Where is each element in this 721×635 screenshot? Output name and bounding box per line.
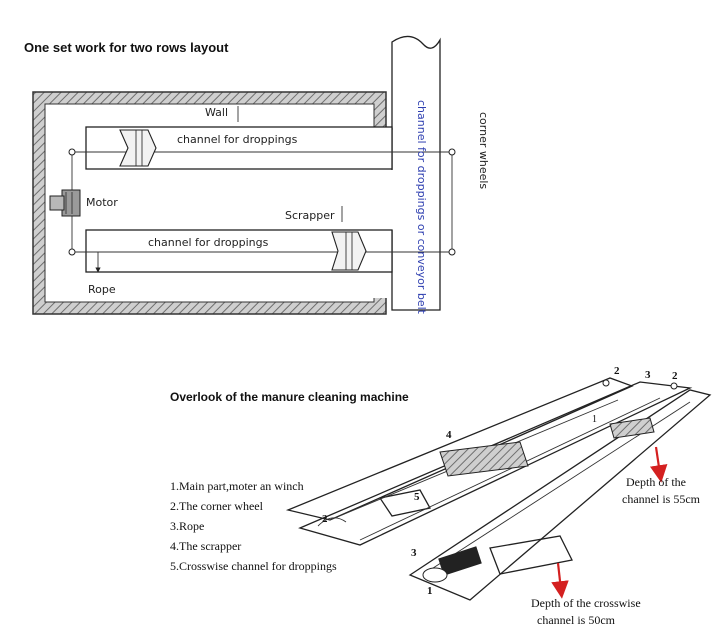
label-motor: Motor: [86, 196, 118, 209]
motor-icon: [49, 189, 81, 217]
corner-wheel-icon: [448, 248, 456, 256]
label-rope: Rope: [88, 283, 116, 296]
depth-cross-line1: Depth of the crosswise: [531, 596, 641, 610]
legend: 1.Main part,moter an winch 2.The corner …: [170, 479, 337, 573]
corner-wheel-icon: [602, 379, 610, 387]
legend-item-4: 4.The scrapper: [170, 539, 241, 553]
winch-motor-icon: [422, 546, 482, 583]
marker-5: 5: [414, 491, 420, 503]
marker-1: 1: [592, 414, 597, 425]
marker-3b: 3: [411, 547, 417, 559]
corner-wheel-icon: [68, 248, 76, 256]
label-channel-top: channel for droppings: [177, 133, 298, 146]
depth-channel-line2: channel is 55cm: [622, 492, 701, 506]
corner-wheel-icon: [68, 148, 76, 156]
marker-4: 4: [446, 429, 452, 441]
overlook-diagram: Overlook of the manure cleaning machine …: [170, 365, 712, 627]
depth-channel-line1: Depth of the: [626, 475, 686, 489]
marker-1b: 1: [427, 585, 433, 597]
scrapper-bottom-icon: [331, 231, 367, 271]
crosswise-channel: [378, 489, 431, 517]
legend-item-3: 3.Rope: [170, 519, 204, 533]
marker-2: 2: [614, 365, 620, 377]
top-layout-diagram: One set work for two rows layout: [24, 35, 490, 315]
depth-arrow-crosswise: [551, 562, 569, 599]
corner-wheel-icon: [448, 148, 456, 156]
conveyor-channel: [391, 35, 441, 311]
label-corner-wheels: corner wheels: [477, 112, 490, 189]
scrapper-top-icon: [119, 129, 157, 167]
depth-arrow-channel: [650, 446, 668, 483]
corner-wheel-icon: [670, 382, 678, 390]
corner-wheel-arc: [317, 517, 347, 527]
legend-item-2: 2.The corner wheel: [170, 499, 264, 513]
scrapper-far-icon: [609, 417, 655, 439]
marker-3: 3: [645, 369, 651, 381]
legend-item-5: 5.Crosswise channel for droppings: [170, 559, 337, 573]
label-channel-bottom: channel for droppings: [148, 236, 269, 249]
scrapper-icon: [439, 441, 529, 477]
crosswise-channel-lower: [489, 535, 573, 575]
legend-item-1: 1.Main part,moter an winch: [170, 479, 304, 493]
marker-2c: 2: [322, 513, 328, 525]
label-wall: Wall: [205, 106, 228, 119]
label-scrapper: Scrapper: [285, 209, 335, 222]
bottom-diagram-title: Overlook of the manure cleaning machine: [170, 390, 409, 404]
channel-right-strip: [408, 389, 712, 601]
depth-cross-line2: channel is 50cm: [537, 613, 616, 627]
marker-2b: 2: [672, 370, 678, 382]
top-diagram-title: One set work for two rows layout: [24, 40, 229, 55]
label-conveyor: channel for droppings or conveyor belt: [415, 100, 428, 315]
channel-upper-strip: [298, 381, 693, 546]
